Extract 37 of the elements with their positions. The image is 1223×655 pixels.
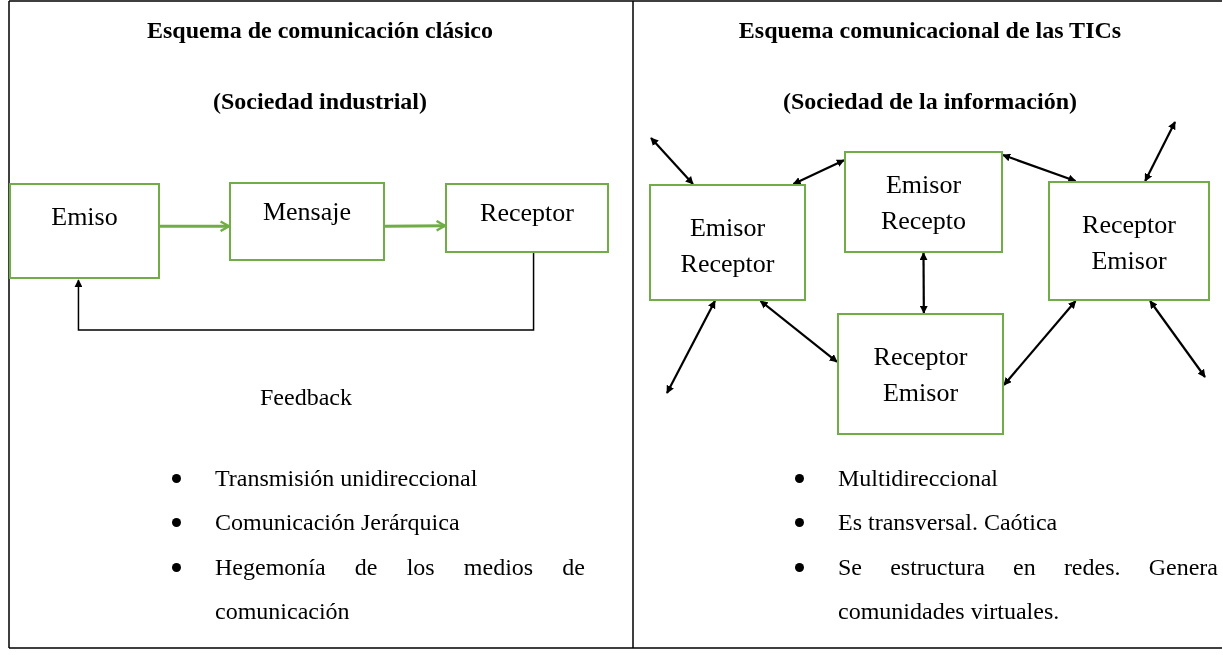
arrow xyxy=(1002,153,1077,183)
process-box xyxy=(445,183,609,253)
arrow xyxy=(1144,121,1176,182)
bullet-text: Se estructura en redes. Genera comunidades virtuales. xyxy=(838,553,1218,627)
process-box xyxy=(9,183,160,279)
arrow xyxy=(919,252,928,314)
bullet-text: Comunicación Jerárquica xyxy=(215,508,461,537)
bullet-text: Es transversal. Caótica xyxy=(838,508,1059,537)
box-label: Emisor Recepto xyxy=(879,169,968,238)
arrow xyxy=(74,252,535,331)
process-box xyxy=(1048,181,1210,301)
caption-text: Feedback xyxy=(260,383,353,412)
arrow xyxy=(385,219,447,232)
process-box xyxy=(844,151,1003,253)
process-box xyxy=(837,313,1004,435)
heading: (Sociedad industrial) xyxy=(212,87,428,116)
arrow xyxy=(1149,300,1206,378)
heading: (Sociedad de la información) xyxy=(782,87,1078,116)
box-label: Emiso xyxy=(51,201,118,233)
bullet-text: Transmisión unidireccional xyxy=(215,464,479,493)
arrow xyxy=(666,300,716,394)
heading: Esquema comunicacional de las TICs xyxy=(737,16,1123,45)
heading: Esquema de comunicación clásico xyxy=(146,16,494,45)
bullet-text: Hegemonía de los medios de comunicación xyxy=(215,553,585,627)
box-label: Mensaje xyxy=(262,196,352,228)
box-label: Receptor Emisor xyxy=(872,341,969,410)
process-box xyxy=(649,184,806,301)
bullet-text: Multidireccional xyxy=(838,464,999,493)
arrow xyxy=(759,300,838,363)
arrow xyxy=(160,220,231,233)
box-label: Receptor Emisor xyxy=(1081,209,1177,278)
arrow xyxy=(650,137,694,185)
box-label: Receptor xyxy=(480,197,574,229)
arrow xyxy=(792,159,845,185)
process-box xyxy=(229,182,385,261)
box-label: Emisor Receptor xyxy=(679,212,776,281)
arrow xyxy=(1003,300,1077,386)
